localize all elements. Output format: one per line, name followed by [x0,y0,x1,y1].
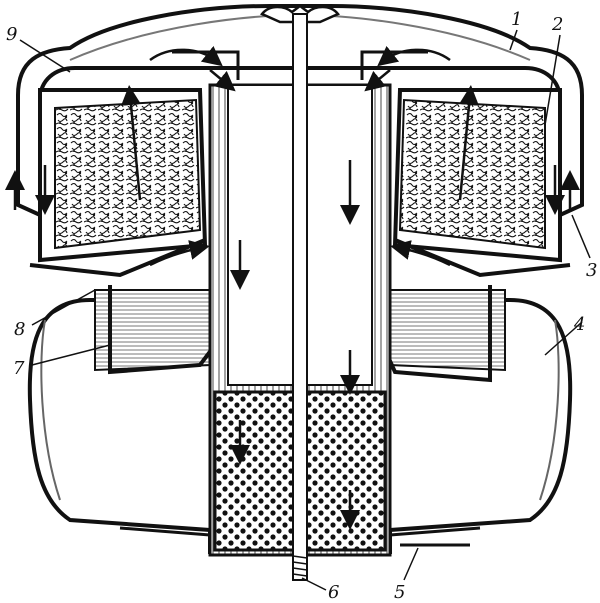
filter-media-right [398,98,546,250]
callout-5: 5 [394,582,405,603]
rod-thread [292,555,308,577]
callout-4: 4 [573,314,585,335]
callout-8: 8 [14,319,25,340]
deflector-8 [29,238,571,278]
leader-lines [19,29,591,591]
airflow-arrows [5,45,580,530]
callout-1: 1 [511,9,522,30]
callout-9: 9 [6,24,17,45]
callout-6: 6 [328,582,339,603]
housing-shading [40,319,560,501]
callout-3: 3 [586,260,597,281]
filter-media-left [54,98,202,250]
cover-1 [16,3,584,219]
housing-base-flange [119,526,481,547]
central-rod [292,13,308,581]
callout-2: 2 [551,14,563,35]
callout-7: 7 [13,358,25,379]
